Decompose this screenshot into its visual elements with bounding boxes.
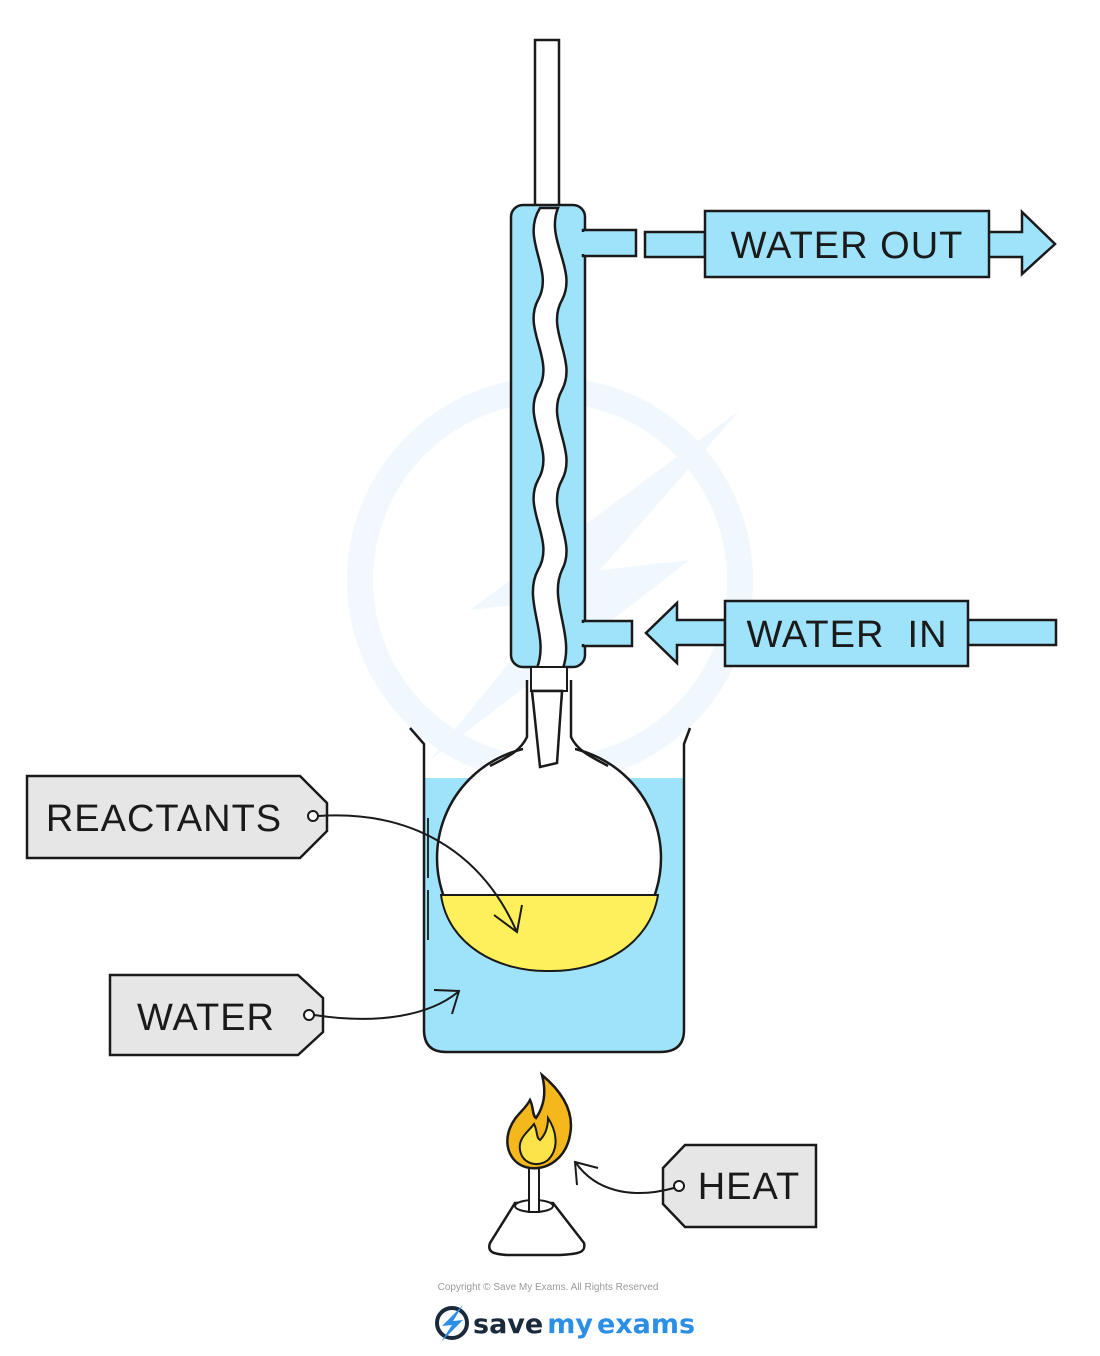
lightning-logo-icon [435,1306,469,1340]
joint-collar [530,666,568,692]
water-out-label: WATER OUT [731,225,964,267]
brand-save: save [473,1309,543,1340]
water-out-box [703,209,991,279]
water-pointer [313,991,459,1020]
reactants-tag: REACTANTS [25,774,523,934]
water-in-label: WATER IN [746,614,947,656]
water-label: WATER [137,997,275,1039]
copyright-text: Copyright © Save My Exams. All Rights Re… [438,1282,659,1293]
condenser-outlet-arm [581,228,638,258]
reactants-pointer [317,814,517,931]
reactants-label: REACTANTS [46,798,282,840]
condenser-inlet-arm [581,619,634,648]
heat-pointer [575,1162,675,1195]
heat-tag: HEAT [573,1143,818,1229]
water-in-box [723,599,970,668]
beaker [409,727,692,1054]
water-in-arrow: WATER IN [644,599,1058,668]
top-glass-tube [533,38,561,210]
brand-exams: exams [597,1309,695,1340]
water-out-arrow: WATER OUT [643,209,1057,279]
flame-icon [506,1071,573,1170]
water-tag: WATER [108,973,461,1057]
brand-my: my [547,1309,593,1340]
burner-base [488,1201,586,1257]
bunsen-burner [488,1159,586,1257]
reactants-liquid [439,894,660,973]
heat-label: HEAT [698,1166,801,1208]
flask-neck [489,680,609,768]
